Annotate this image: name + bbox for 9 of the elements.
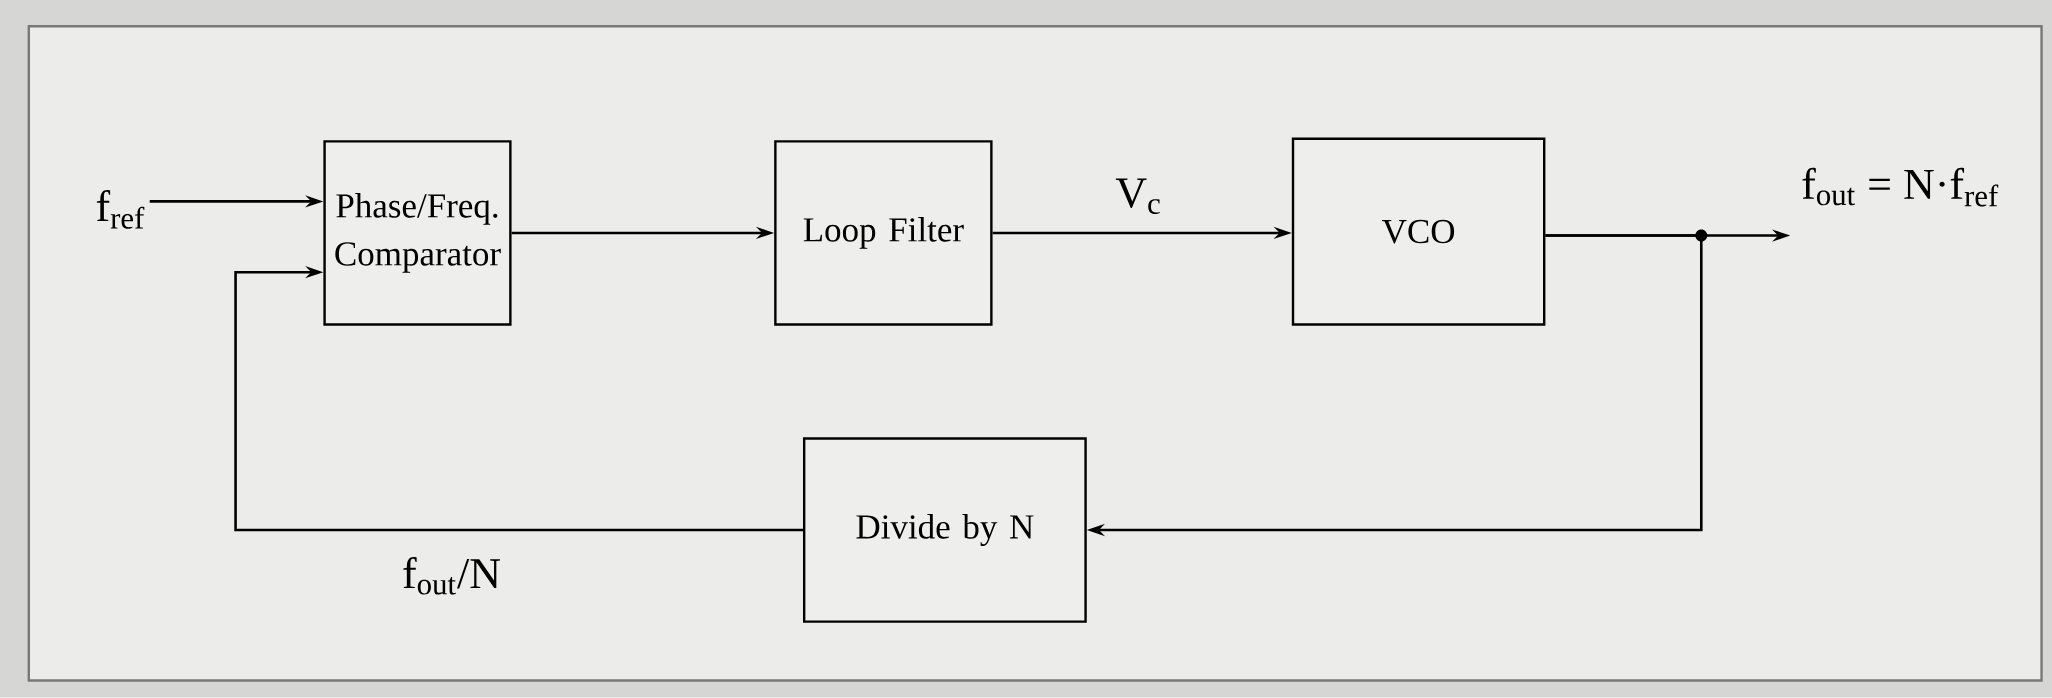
block-box: Phase/Freq. Comparator — [323, 140, 512, 326]
block-box: Loop Filter — [774, 140, 993, 326]
arrow — [234, 266, 803, 532]
block-box: Divide by N — [802, 437, 1087, 624]
edge-label: V$_{c}$ — [1115, 178, 1160, 215]
edge-label: f$_{out}$ = N·f$_{ref}$ — [1802, 168, 1999, 207]
edge-label: f$_{out}$/N — [403, 557, 500, 595]
block-box: VCO — [1291, 137, 1546, 326]
input-label: f$_{ref}$ — [96, 190, 145, 229]
